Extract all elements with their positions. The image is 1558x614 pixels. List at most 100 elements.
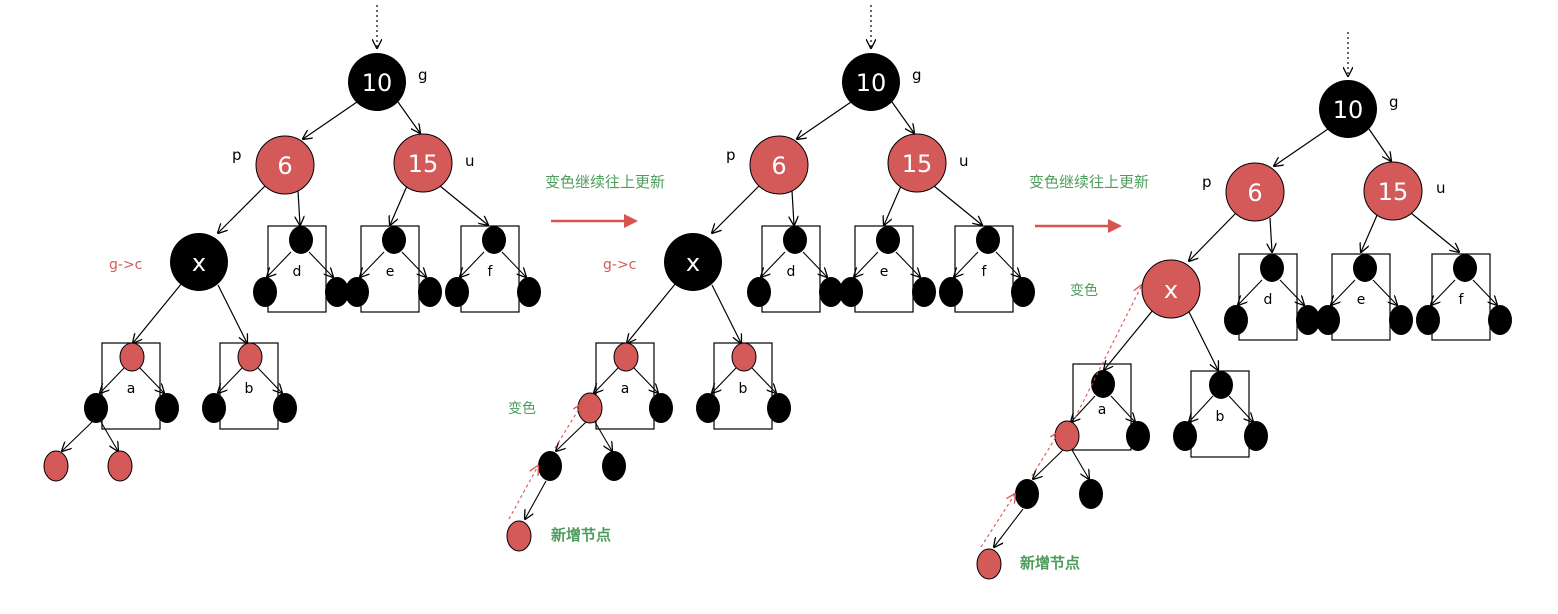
black-node	[418, 277, 442, 307]
propagation-arrow	[508, 466, 538, 520]
node-p-label: 6	[771, 152, 786, 180]
node-p	[749, 135, 809, 195]
subtree-label-e: e	[386, 264, 395, 280]
propagation-arrow	[980, 494, 1015, 548]
red-node	[43, 450, 69, 482]
tag-u: u	[465, 152, 475, 170]
subtree-a: a	[43, 342, 179, 482]
red-node	[237, 342, 263, 372]
black-node	[289, 226, 313, 254]
propagation-arrow	[554, 404, 582, 449]
black-node	[84, 393, 108, 423]
black-node	[1488, 305, 1512, 335]
tag-p: p	[232, 146, 242, 164]
subtree-label-e: e	[880, 264, 889, 280]
black-node	[1126, 421, 1150, 451]
black-node	[1453, 254, 1477, 282]
red-node	[107, 450, 133, 482]
subtree-f: f	[1416, 253, 1512, 341]
subtree-label-f: f	[1459, 292, 1465, 308]
subtree-e: e	[839, 225, 936, 313]
node-u-label: 15	[1378, 178, 1409, 206]
x-note: g->c	[603, 257, 636, 273]
subtree-f: f	[939, 225, 1035, 313]
node-u	[393, 133, 453, 193]
tag-u: u	[959, 152, 969, 170]
node-x	[664, 233, 722, 291]
step-arrow-2: 变色继续往上更新	[1029, 173, 1149, 233]
black-node	[1296, 305, 1320, 335]
step-2-label: 变色继续往上更新	[1029, 173, 1149, 191]
node-p-label: 6	[277, 152, 292, 180]
black-node	[649, 393, 673, 423]
tag-p: p	[726, 146, 736, 164]
black-node	[1173, 421, 1197, 451]
step-1-label: 变色继续往上更新	[545, 173, 665, 191]
black-node	[839, 277, 863, 307]
node-u-label: 15	[408, 150, 439, 178]
black-node	[1011, 277, 1035, 307]
tag-g: g	[1389, 93, 1399, 111]
red-node	[613, 342, 639, 372]
black-node	[912, 277, 936, 307]
node-p	[1225, 162, 1285, 222]
black-node	[1389, 305, 1413, 335]
tag-g: g	[418, 66, 428, 84]
red-node	[119, 342, 145, 372]
black-node	[445, 277, 469, 307]
node-x-label: x	[192, 249, 206, 277]
propagation-arrow	[1074, 285, 1142, 419]
recolor-note: 变色	[1070, 282, 1098, 299]
new-node	[976, 548, 1002, 580]
recolored-black-node	[1209, 371, 1233, 399]
black-node	[253, 277, 277, 307]
node-g-label: 10	[1333, 96, 1364, 124]
black-node	[876, 226, 900, 254]
panel-2: a 变色 新增节点 b	[506, 5, 1035, 552]
subtree-label-b: b	[245, 381, 254, 397]
subtree-label-b: b	[739, 381, 748, 397]
tag-p: p	[1202, 173, 1212, 191]
subtree-label-a: a	[621, 381, 630, 397]
black-node	[538, 451, 562, 481]
node-x	[1141, 259, 1201, 319]
tag-g: g	[912, 66, 922, 84]
black-node	[273, 393, 297, 423]
edge-u-e	[390, 185, 408, 225]
node-x-label: x	[1164, 276, 1178, 304]
node-p-label: 6	[1247, 179, 1262, 207]
step-arrow-1: 变色继续往上更新	[545, 173, 665, 228]
edge-u-f	[439, 185, 488, 225]
subtree-e: e	[1316, 253, 1413, 341]
node-g	[842, 53, 900, 111]
black-node	[602, 451, 626, 481]
edge-x-a	[133, 282, 183, 343]
black-node	[819, 277, 843, 307]
subtree-a: a 新增节点	[976, 285, 1150, 580]
black-node	[325, 277, 349, 307]
x-note: g->c	[109, 257, 142, 273]
node-g	[348, 53, 406, 111]
black-node	[482, 226, 506, 254]
red-node	[731, 342, 757, 372]
black-node	[345, 277, 369, 307]
subtree-d: d	[1224, 253, 1320, 341]
node-g-label: 10	[362, 69, 393, 97]
black-node	[202, 393, 226, 423]
node-u-label: 15	[902, 150, 933, 178]
black-node	[382, 226, 406, 254]
new-node	[506, 520, 532, 552]
subtree-d: d	[747, 225, 843, 313]
edge-g-u	[397, 101, 420, 133]
subtree-d: d	[253, 225, 349, 313]
recolored-red-node	[577, 392, 603, 424]
black-node	[1416, 305, 1440, 335]
subtree-label-e: e	[1357, 292, 1366, 308]
propagation-arrow	[1031, 432, 1059, 477]
subtree-b: b	[202, 342, 297, 430]
new-node-label: 新增节点	[551, 526, 611, 544]
recolor-note: 变色	[508, 400, 536, 417]
subtree-f: f	[445, 225, 541, 313]
